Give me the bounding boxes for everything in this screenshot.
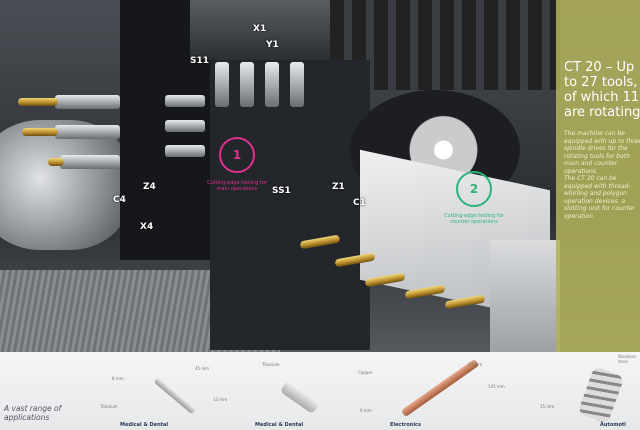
- panel-body: The machine can be equipped with up to t…: [564, 130, 640, 220]
- axis-label-c1: C1: [353, 198, 366, 208]
- axis-label-x1: X1: [253, 24, 267, 34]
- applications-strip: A vast range of applications 8 mm 45 mm …: [0, 352, 640, 430]
- annotation: Titanium: [100, 404, 118, 409]
- drill: [22, 128, 58, 136]
- callout-2-number: 2: [469, 182, 479, 196]
- callout-2-circle: 2: [456, 171, 492, 207]
- annotation: Stainless steel: [618, 354, 636, 364]
- right-housing: [490, 240, 560, 352]
- axis-label-z4: Z4: [143, 182, 156, 192]
- app-label: Electronics: [390, 422, 421, 428]
- vertical-tool: [240, 62, 254, 107]
- callout-1-circle: 1: [219, 137, 255, 173]
- annotation: Copper: [358, 370, 373, 375]
- callout-2-caption: Cutting-edge tooling for counter operati…: [444, 213, 504, 225]
- axis-label-c4: C4: [113, 195, 126, 205]
- axis-label-ss1: SS1: [272, 186, 291, 196]
- tool-holder: [165, 120, 205, 132]
- annotation: 20 mm: [468, 362, 483, 367]
- axis-label-s11: S11: [190, 56, 210, 66]
- part-automotive: [577, 366, 625, 424]
- part-copper-pin: [400, 358, 480, 418]
- tool-holder: [60, 155, 120, 169]
- annotation: Titanium: [262, 362, 280, 367]
- tool-holder: [55, 95, 120, 109]
- annotation: 13 mm: [213, 397, 228, 402]
- axis-label-y1: Y1: [266, 40, 279, 50]
- tool-holder: [165, 95, 205, 107]
- callout-1-caption: Cutting-edge tooling for main operations: [207, 180, 267, 192]
- drill: [18, 98, 58, 106]
- part-implant: [279, 379, 321, 415]
- top-block: [190, 0, 330, 60]
- callout-1-number: 1: [232, 148, 242, 162]
- machine-illustration: X1 Y1 S11 Z4 C4 X4 SS1 Z1 C1 1 Cutting-e…: [0, 0, 640, 352]
- back-wall: [210, 60, 370, 350]
- left-spindle: [0, 120, 130, 250]
- vertical-tool: [215, 62, 229, 107]
- axis-label-z1: Z1: [332, 182, 345, 192]
- axis-label-x4: X4: [140, 222, 154, 232]
- tool-holder: [165, 145, 205, 157]
- app-label: Medical & Dental: [255, 422, 304, 428]
- annotation: 145 mm: [488, 384, 505, 389]
- info-panel: CT 20 – Up to 27 tools, of which 11 are …: [556, 0, 640, 352]
- drill: [48, 158, 64, 166]
- part-screw: [153, 376, 197, 415]
- tool-holder: [55, 125, 120, 139]
- annotation: 6 mm: [360, 408, 372, 413]
- app-label: Automoti: [600, 422, 627, 428]
- vertical-tool: [265, 62, 279, 107]
- panel-title: CT 20 – Up to 27 tools, of which 11 are …: [564, 60, 640, 120]
- annotation: 15 mm: [540, 404, 555, 409]
- app-label: Medical & Dental: [120, 422, 169, 428]
- applications-heading: A vast range of applications: [4, 404, 62, 422]
- vertical-tool: [290, 62, 304, 107]
- annotation: 8 mm: [112, 376, 124, 381]
- annotation: 45 mm: [195, 366, 210, 371]
